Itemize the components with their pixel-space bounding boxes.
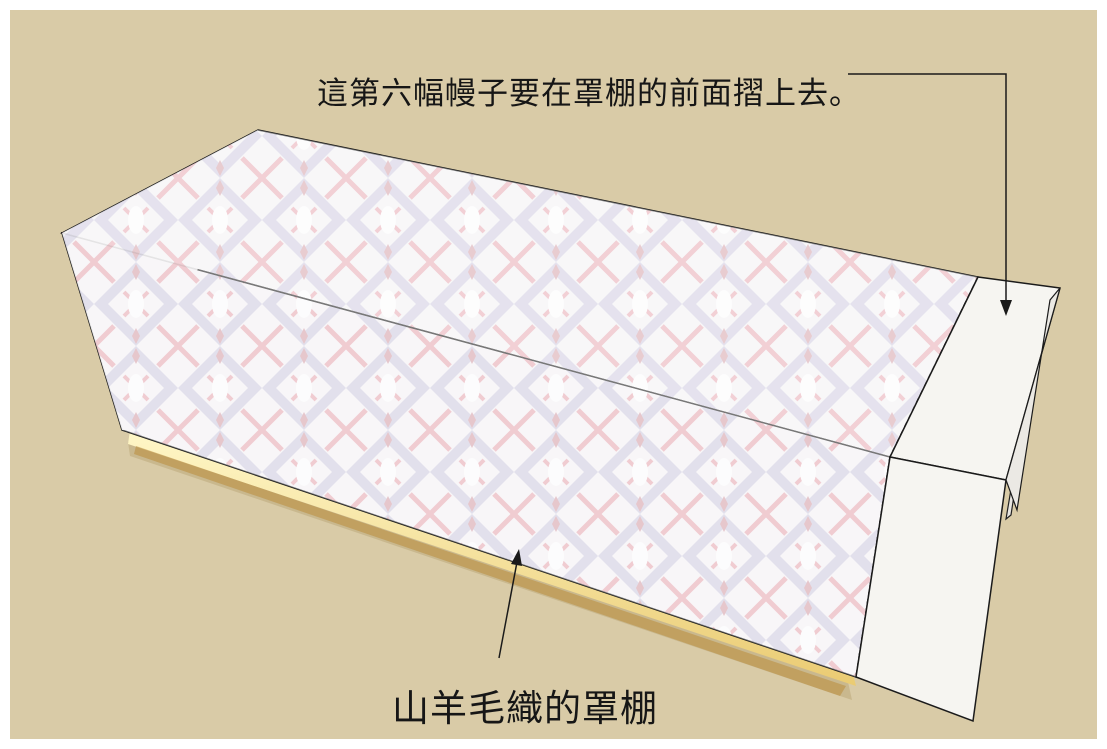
covering-callout-arrowhead	[511, 549, 522, 566]
sixth-curtain-flap-side	[1005, 287, 1061, 513]
flap-callout-line	[848, 73, 1007, 306]
frame-edge	[134, 446, 846, 696]
flap-annotation: 這第六幅幔子要在罩棚的前面摺上去。	[317, 76, 861, 112]
covering-callout-line	[498, 561, 518, 659]
front-wash	[62, 233, 890, 677]
covering-annotation: 山羊毛織的罩棚	[392, 687, 658, 730]
diagram-canvas: 這第六幅幔子要在罩棚的前面摺上去。 山羊毛織的罩棚	[10, 10, 1097, 739]
top-wash	[62, 130, 978, 457]
sixth-curtain-flap-front	[855, 456, 1007, 723]
covering-end-face	[62, 130, 258, 430]
flap-callout-arrowhead	[1000, 300, 1012, 316]
tabernacle-drawing	[59, 73, 1061, 723]
